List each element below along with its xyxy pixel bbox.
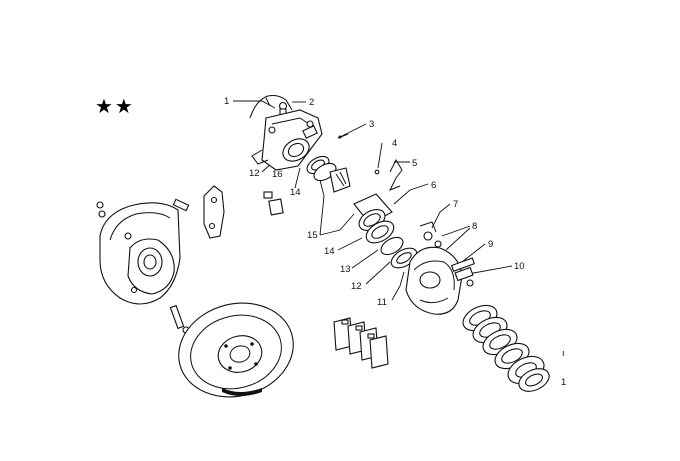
part-mount-bolt	[263, 191, 284, 216]
part-seal-rings-upper	[306, 155, 351, 193]
part-ring-stack	[462, 304, 550, 392]
label-13: 13	[340, 264, 351, 275]
label-14-upper: 14	[290, 187, 301, 198]
part-bleed-screw	[278, 101, 288, 116]
label-3: 3	[369, 119, 374, 130]
label-8: 8	[472, 221, 477, 232]
label-12-upper: 12	[249, 168, 260, 179]
label-4: 4	[392, 138, 397, 149]
part-pin-3	[337, 133, 349, 139]
mark-tick: ı	[562, 348, 565, 359]
part-clip-wire	[249, 95, 293, 119]
part-brake-disc	[178, 302, 294, 398]
label-6: 6	[431, 180, 436, 191]
part-disc-bolt	[169, 304, 190, 334]
label-12-lower: 12	[351, 281, 362, 292]
part-caliper-housing	[251, 109, 323, 171]
label-15: 15	[307, 230, 318, 241]
part-small-bolt-left	[96, 198, 190, 218]
star-rating-mark: ★★	[95, 94, 135, 118]
label-5: 5	[412, 158, 417, 169]
part-backing-plate	[99, 202, 181, 305]
label-10: 10	[514, 261, 525, 272]
label-2: 2	[309, 97, 314, 108]
part-spring-clip	[388, 158, 410, 191]
part-bolt	[450, 257, 476, 287]
label-1: 1	[224, 96, 229, 107]
label-14-lower: 14	[324, 246, 335, 257]
part-bracket	[203, 185, 225, 239]
part-pin-4	[374, 169, 380, 175]
label-11: 11	[377, 297, 387, 308]
callout-labels: 1 2 3 4 5 6 7 8 9 10 11 12 12 13 14 14 1…	[224, 96, 566, 388]
label-7: 7	[453, 199, 458, 210]
label-16: 16	[272, 169, 283, 180]
part-brake-pads	[333, 317, 389, 369]
part-bleed-parts	[419, 221, 442, 248]
part-caliper-half	[405, 246, 463, 315]
label-9: 9	[488, 239, 493, 250]
mark-one: 1	[561, 377, 566, 388]
